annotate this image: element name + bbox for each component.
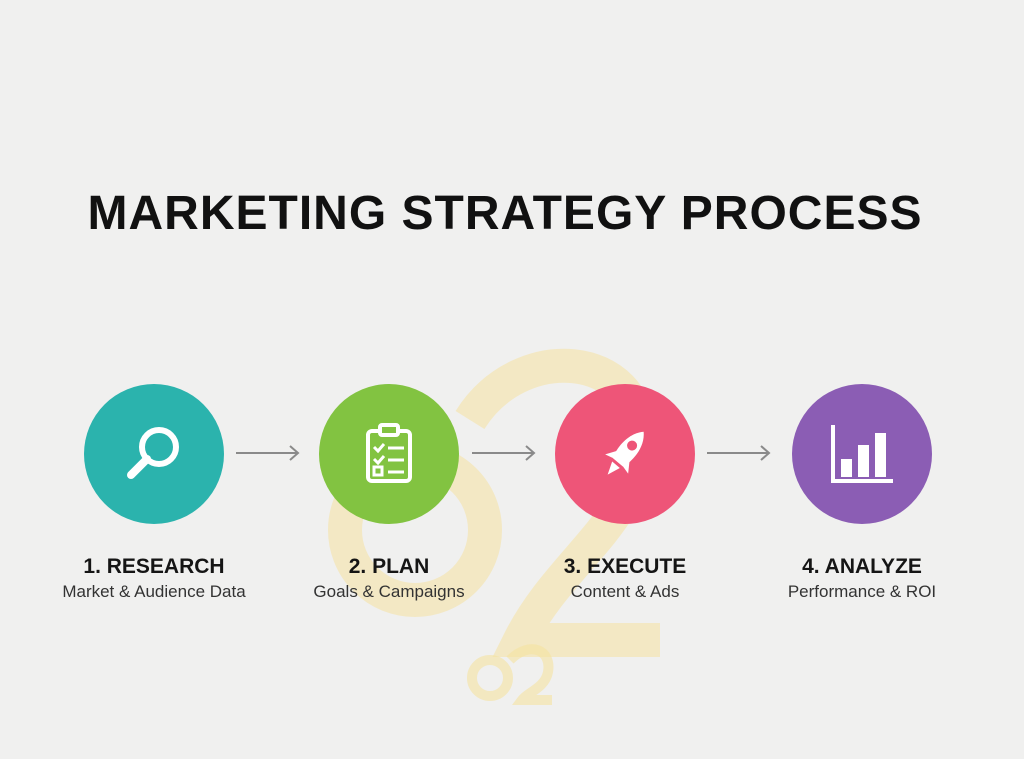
step-analyze: 4. ANALYZE Performance & ROI: [742, 384, 982, 624]
magnifier-icon: [127, 427, 179, 479]
step-description: Goals & Campaigns: [313, 582, 465, 601]
arrow-right-icon: [236, 445, 300, 461]
step-title: 3. EXECUTE: [563, 555, 687, 578]
arrow-right-icon: [707, 445, 771, 461]
step-description: Market & Audience Data: [62, 582, 246, 601]
step-plan: 2. PLAN Goals & Campaigns: [269, 384, 509, 624]
step-description: Content & Ads: [570, 582, 680, 601]
step-circle: [792, 384, 932, 524]
step-circle: [84, 384, 224, 524]
bar-chart-icon: [831, 425, 893, 483]
clipboard-checklist-icon: [366, 423, 412, 483]
step-circle: [319, 384, 459, 524]
step-title: 1. RESEARCH: [83, 555, 225, 578]
rocket-icon: [605, 431, 644, 475]
step-circle: [555, 384, 695, 524]
arrow-right-icon: [472, 445, 536, 461]
step-description: Performance & ROI: [787, 582, 937, 601]
page-title: MARKETING STRATEGY PROCESS: [87, 187, 923, 240]
step-execute: 3. EXECUTE Content & Ads: [505, 384, 745, 624]
step-title: 4. ANALYZE: [802, 555, 922, 578]
step-title: 2. PLAN: [348, 555, 430, 578]
step-research: 1. RESEARCH Market & Audience Data: [34, 384, 274, 624]
